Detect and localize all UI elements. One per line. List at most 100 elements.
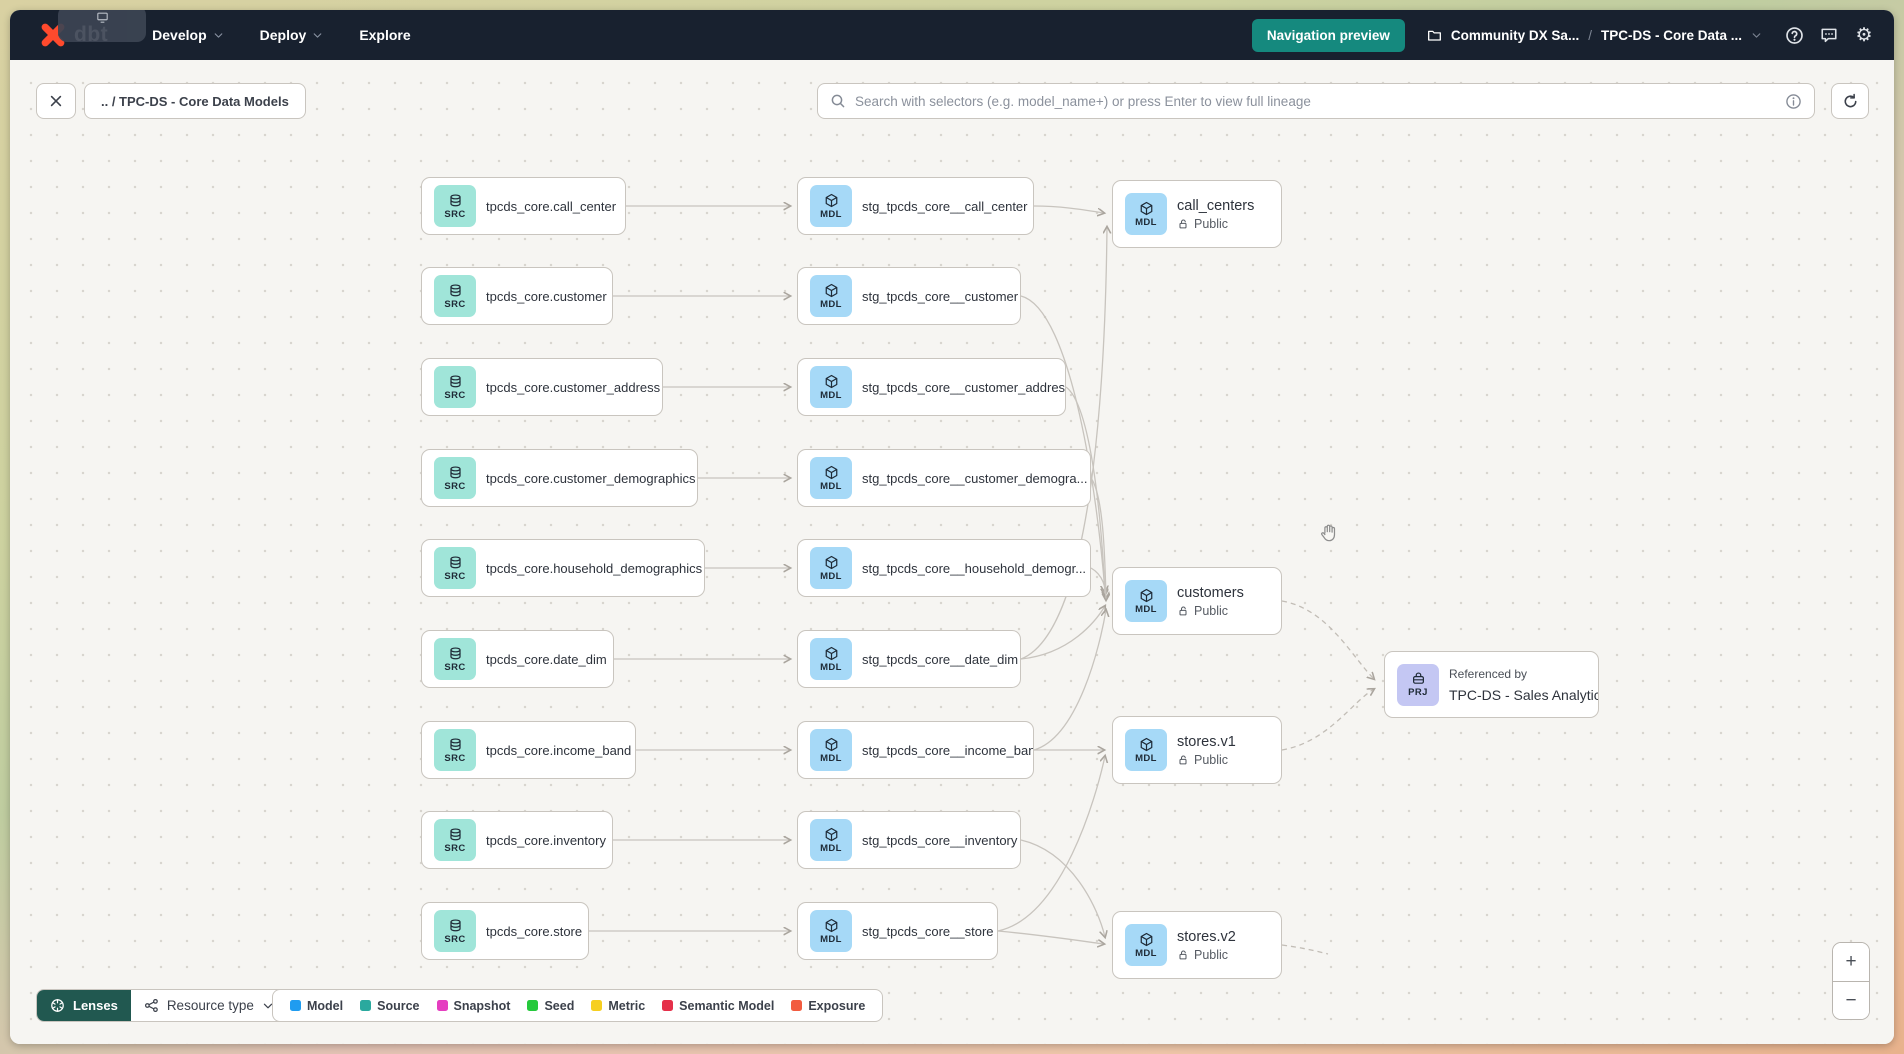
source-node-household-demographics[interactable]: SRC tpcds_core.household_demographics: [421, 539, 705, 597]
cube-icon: [825, 827, 837, 841]
lock-open-icon: [1179, 606, 1187, 615]
model-node-stg-customer-demographics[interactable]: MDL stg_tpcds_core__customer_demogra...: [797, 449, 1091, 507]
cube-icon: [825, 374, 837, 388]
source-node-income-band[interactable]: SRC tpcds_core.income_band: [421, 721, 636, 779]
cube-icon: [1140, 737, 1152, 751]
legend-item-model: Model: [290, 999, 343, 1013]
navigation-preview-button[interactable]: Navigation preview: [1251, 18, 1405, 52]
breadcrumb-project[interactable]: Community DX Sa...: [1450, 27, 1580, 43]
database-icon: [449, 555, 461, 568]
refresh-icon: [1843, 93, 1857, 107]
refresh-lineage-button[interactable]: [1831, 83, 1869, 119]
cube-icon: [825, 646, 837, 660]
menu-explore[interactable]: Explore: [359, 27, 411, 43]
cube-icon: [825, 193, 837, 207]
lens-aperture-icon: [51, 999, 64, 1012]
lineage-search-bar: [817, 83, 1815, 119]
cube-icon: [1140, 932, 1152, 946]
cube-icon: [1140, 588, 1152, 602]
model-node-stores-v2[interactable]: MDL stores.v2 Public: [1112, 911, 1282, 979]
model-badge: MDL: [810, 729, 852, 771]
chevron-down-icon: [313, 32, 322, 38]
menu-develop[interactable]: Develop: [152, 27, 223, 43]
app-window: dbt Develop Deploy Explore Navigation pr…: [10, 10, 1894, 1044]
legend-item-semantic-model: Semantic Model: [662, 999, 774, 1013]
lineage-canvas[interactable]: .. / TPC-DS - Core Data Models SRC tpcds…: [10, 60, 1894, 1044]
database-icon: [449, 283, 461, 296]
database-icon: [449, 374, 461, 387]
menu-deploy[interactable]: Deploy: [260, 27, 324, 43]
cube-icon: [825, 283, 837, 297]
info-icon[interactable]: [1785, 93, 1802, 110]
lenses-button[interactable]: Lenses: [37, 990, 131, 1021]
source-badge: SRC: [434, 275, 476, 317]
resource-type-dropdown[interactable]: Resource type: [130, 990, 287, 1021]
cube-icon: [1140, 201, 1152, 215]
lock-open-icon: [1179, 218, 1187, 228]
legend-item-exposure: Exposure: [791, 999, 865, 1013]
project-title: TPC-DS - Sales Analytics: [1449, 686, 1599, 703]
feedback-icon[interactable]: [1819, 25, 1839, 45]
model-node-stg-store[interactable]: MDL stg_tpcds_core__store: [797, 902, 998, 960]
lineage-breadcrumb-chip[interactable]: .. / TPC-DS - Core Data Models: [84, 83, 306, 119]
model-node-stg-inventory[interactable]: MDL stg_tpcds_core__inventory: [797, 811, 1021, 869]
model-node-call-centers[interactable]: MDL call_centers Public: [1112, 180, 1282, 248]
database-icon: [449, 465, 461, 478]
legend-item-metric: Metric: [591, 999, 645, 1013]
model-node-stg-date-dim[interactable]: MDL stg_tpcds_core__date_dim: [797, 630, 1021, 688]
lock-open-icon: [1179, 950, 1187, 959]
project-node-sales-analytics[interactable]: PRJ Referenced by TPC-DS - Sales Analyti…: [1384, 651, 1599, 718]
close-icon: [50, 95, 62, 107]
help-icon[interactable]: [1784, 25, 1804, 45]
close-lineage-button[interactable]: [36, 83, 76, 119]
source-node-call-center[interactable]: SRC tpcds_core.call_center: [421, 177, 626, 235]
model-node-stg-customer[interactable]: MDL stg_tpcds_core__customer: [797, 267, 1021, 325]
model-node-stg-household-demographics[interactable]: MDL stg_tpcds_core__household_demogr...: [797, 539, 1091, 597]
database-icon: [449, 918, 461, 931]
cube-icon: [825, 465, 837, 479]
top-navbar: dbt Develop Deploy Explore Navigation pr…: [10, 10, 1894, 60]
model-badge: MDL: [1125, 580, 1167, 622]
settings-gear-icon[interactable]: ⚙: [1855, 24, 1873, 46]
lens-controls: Lenses Resource type: [36, 989, 288, 1022]
database-icon: [449, 193, 461, 206]
model-node-stg-customer-address[interactable]: MDL stg_tpcds_core__customer_address: [797, 358, 1066, 416]
breadcrumb: Community DX Sa... / TPC-DS - Core Data …: [1427, 28, 1762, 43]
source-badge: SRC: [434, 819, 476, 861]
search-icon: [831, 94, 845, 108]
visibility-badge: Public: [1177, 604, 1244, 618]
source-node-inventory[interactable]: SRC tpcds_core.inventory: [421, 811, 613, 869]
breadcrumb-page[interactable]: TPC-DS - Core Data ...: [1600, 27, 1742, 43]
source-node-date-dim[interactable]: SRC tpcds_core.date_dim: [421, 630, 614, 688]
model-badge: MDL: [1125, 924, 1167, 966]
visibility-badge: Public: [1177, 948, 1236, 962]
database-icon: [449, 827, 461, 840]
visibility-badge: Public: [1177, 217, 1254, 231]
chevron-down-icon[interactable]: [1751, 30, 1762, 41]
source-node-customer-address[interactable]: SRC tpcds_core.customer_address: [421, 358, 663, 416]
referenced-by-label: Referenced by: [1449, 666, 1528, 681]
search-input[interactable]: [855, 93, 1776, 109]
zoom-controls: + −: [1832, 942, 1870, 1020]
navbar-icons: ⚙: [1784, 25, 1874, 45]
model-node-customers[interactable]: MDL customers Public: [1112, 567, 1282, 635]
source-badge: SRC: [434, 547, 476, 589]
source-node-customer[interactable]: SRC tpcds_core.customer: [421, 267, 613, 325]
chevron-down-icon: [214, 32, 222, 38]
source-node-customer-demographics[interactable]: SRC tpcds_core.customer_demographics: [421, 449, 698, 507]
cube-icon: [825, 737, 837, 751]
source-badge: SRC: [434, 457, 476, 499]
breadcrumb-separator: /: [1588, 27, 1592, 43]
model-badge: MDL: [810, 910, 852, 952]
zoom-in-button[interactable]: +: [1833, 943, 1869, 981]
model-node-stores-v1[interactable]: MDL stores.v1 Public: [1112, 716, 1282, 784]
lineage-edges: [589, 60, 1894, 955]
model-node-stg-income-band[interactable]: MDL stg_tpcds_core__income_band: [797, 721, 1034, 779]
project-bag-icon: [1412, 672, 1424, 684]
model-node-stg-call-center[interactable]: MDL stg_tpcds_core__call_center: [797, 177, 1034, 235]
zoom-out-button[interactable]: −: [1833, 981, 1869, 1019]
project-badge: PRJ: [1397, 663, 1439, 706]
source-node-store[interactable]: SRC tpcds_core.store: [421, 902, 589, 960]
source-badge: SRC: [434, 638, 476, 680]
resource-type-legend: Model Source Snapshot Seed Metric Semant…: [272, 989, 884, 1022]
